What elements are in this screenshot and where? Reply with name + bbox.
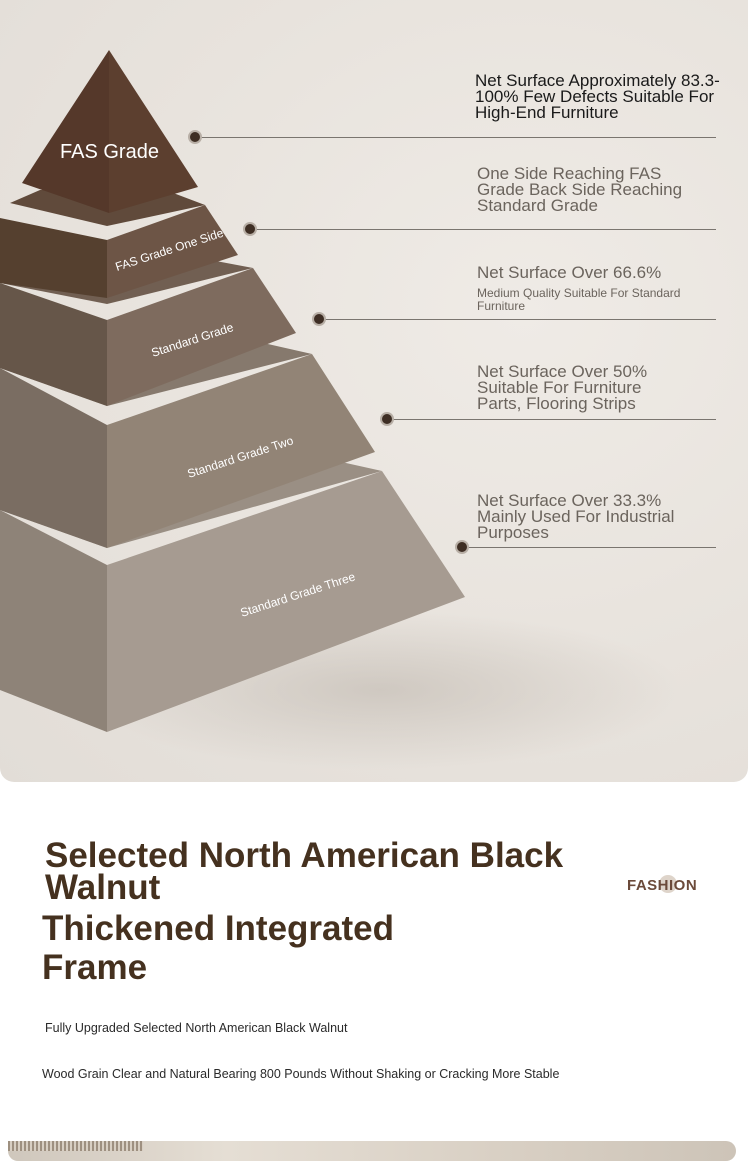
fashion-badge-text: FASHION [627, 877, 698, 894]
leader-line-1 [195, 137, 716, 138]
next-section-image [8, 1141, 736, 1161]
marker-dot-4 [380, 412, 394, 426]
annotation-fas-grade-text: Net Surface Approximately 83.3-100% Few … [475, 71, 720, 122]
leader-line-4 [387, 419, 716, 420]
frame-headline: Thickened Integrated Frame [42, 909, 395, 987]
marker-dot-1 [188, 130, 202, 144]
tier-label-fas-grade: FAS Grade [60, 141, 159, 163]
annotation-fas-one-side-text: One Side Reaching FAS Grade Back Side Re… [477, 164, 683, 215]
annotation-standard-grade-three-text: Net Surface Over 33.3% Mainly Used For I… [477, 491, 675, 542]
marker-dot-3 [312, 312, 326, 326]
marker-dot-2 [243, 222, 257, 236]
marker-dot-5 [455, 540, 469, 554]
wood-grade-panel: FAS Grade FAS Grade One Side Standard Gr… [0, 0, 748, 782]
annotation-fas-one-side: One Side Reaching FAS Grade Back Side Re… [477, 164, 692, 215]
annotation-standard-grade-text: Net Surface Over 66.6% [477, 263, 662, 282]
leader-line-2 [250, 229, 716, 230]
walnut-headline: Selected North American Black Walnut [45, 836, 564, 907]
annotation-standard-grade-two-text: Net Surface Over 50% Suitable For Furnit… [477, 362, 648, 413]
annotation-standard-grade-three: Net Surface Over 33.3% Mainly Used For I… [477, 491, 677, 542]
badge-accent-dot [659, 875, 677, 893]
tier-fas-grade [22, 50, 198, 213]
wood-grain-strip [8, 1141, 143, 1151]
leader-line-5 [462, 547, 716, 548]
annotation-standard-grade-subtext: Medium Quality Suitable For Standard Fur… [477, 286, 681, 313]
leader-line-3 [319, 319, 716, 320]
annotation-standard-grade: Net Surface Over 66.6% Medium Quality Su… [477, 263, 697, 313]
grade-pyramid: FAS Grade FAS Grade One Side Standard Gr… [0, 50, 680, 770]
description-line-2: Wood Grain Clear and Natural Bearing 800… [42, 1067, 560, 1081]
annotation-fas-grade: Net Surface Approximately 83.3-100% Few … [475, 71, 737, 122]
fashion-badge: FASHION [627, 875, 698, 894]
description-line-1: Fully Upgraded Selected North American B… [45, 1021, 348, 1035]
annotation-standard-grade-two: Net Surface Over 50% Suitable For Furnit… [477, 362, 667, 413]
